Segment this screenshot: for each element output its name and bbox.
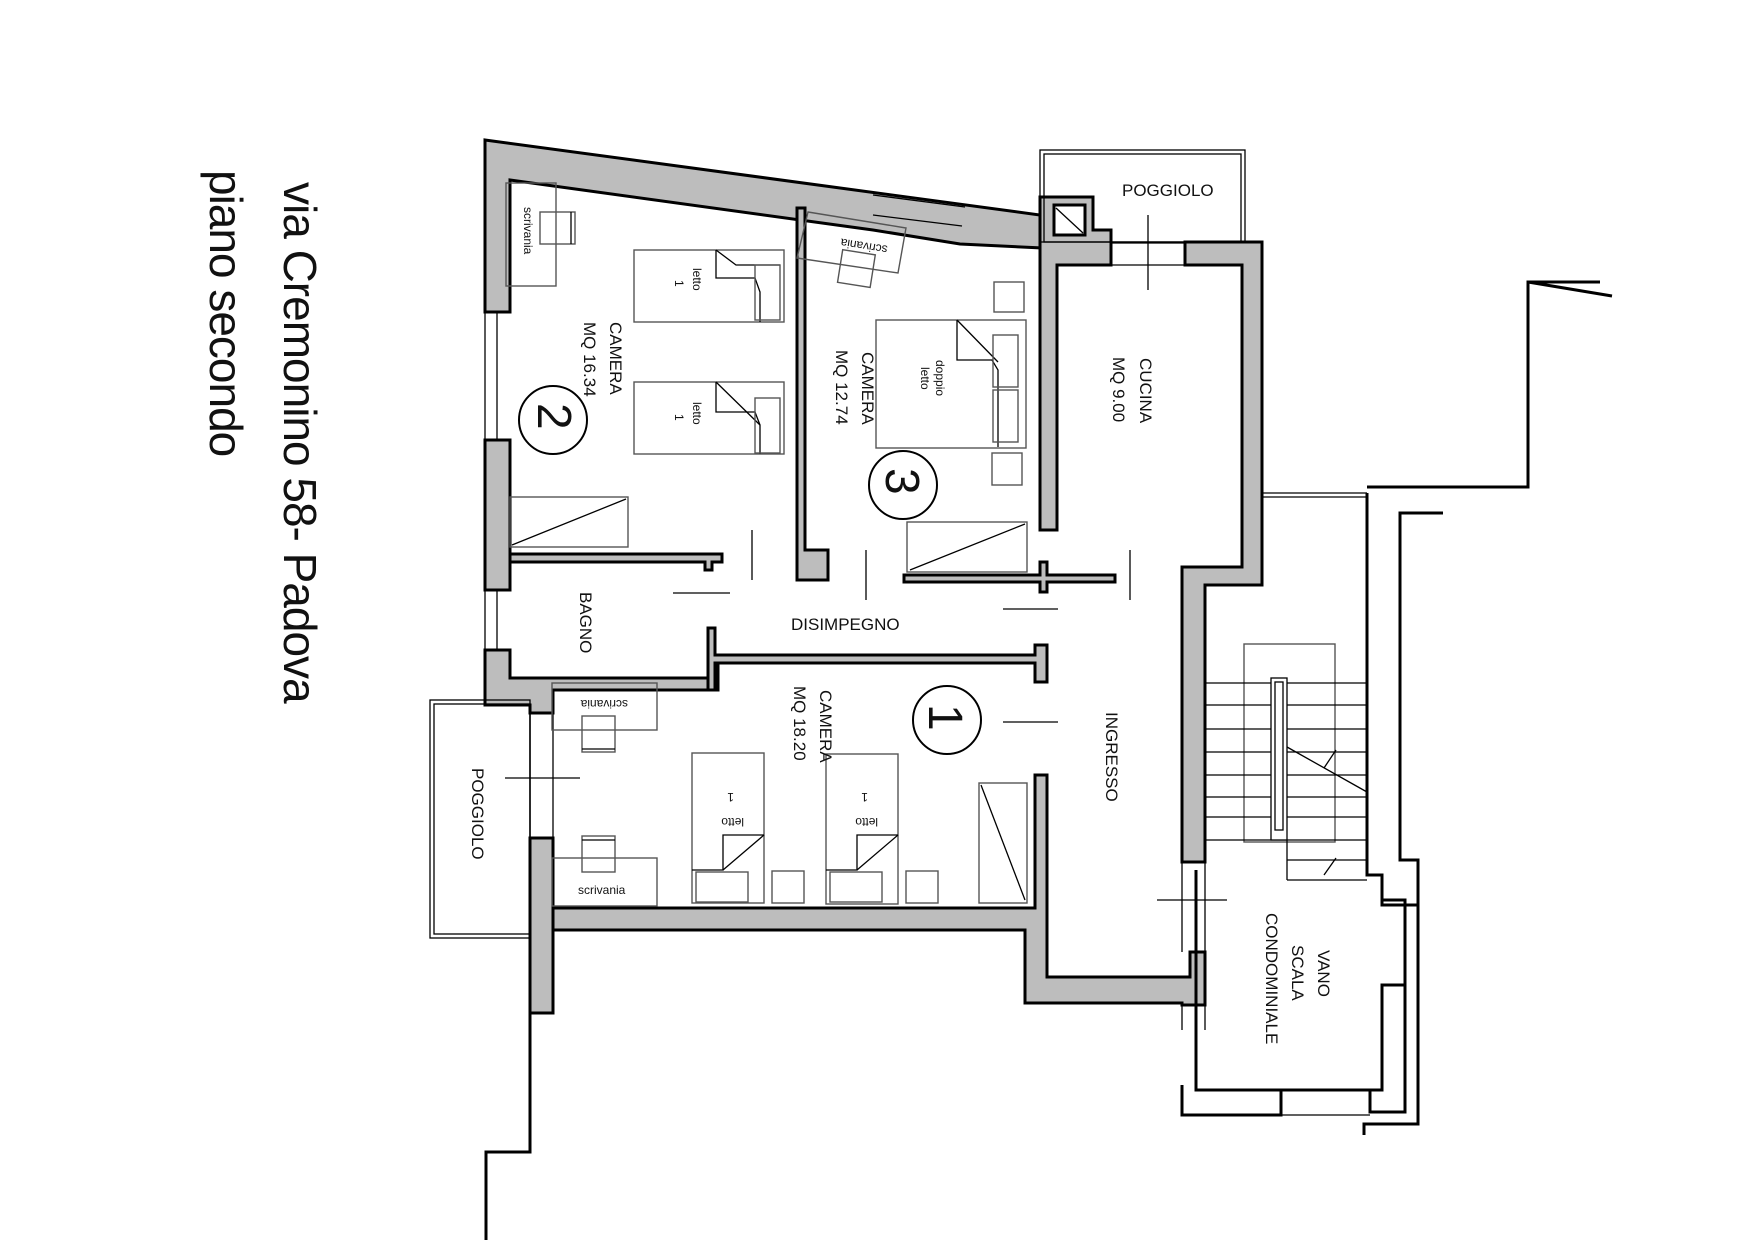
poggiolo-top-label: POGGIOLO — [1122, 181, 1214, 200]
vano-scala-line3: CONDOMINIALE — [1262, 913, 1281, 1044]
plan-title: via Cremonino 58- Padova piano secondo — [200, 170, 326, 704]
camera1-bed2-count: 1 — [861, 790, 868, 804]
camera1-desk2-label: scrivania — [578, 883, 626, 897]
camera3-double-bed-line1: doppio — [933, 360, 947, 396]
camera2-area: MQ 16.34 — [580, 322, 599, 397]
windows — [484, 194, 1367, 1030]
camera2-number: 2 — [527, 403, 580, 430]
camera2-bed2-label: letto — [690, 402, 704, 425]
address-title: via Cremonino 58- Padova — [274, 182, 326, 704]
camera3-desk-label: scrivania — [839, 236, 888, 257]
camera2-bed2-count: 1 — [672, 414, 686, 421]
labels: CAMERA MQ 16.34 2 scrivania letto 1 lett… — [468, 181, 1333, 1044]
camera1-desk1-label: scrivania — [580, 697, 628, 711]
camera3-number: 3 — [875, 468, 928, 495]
camera2-bed1-label: letto — [690, 268, 704, 291]
floor-subtitle: piano secondo — [200, 170, 252, 456]
camera3-name: CAMERA — [858, 352, 877, 425]
stairwell — [1180, 493, 1417, 1117]
camera2-desk-label: scrivania — [521, 207, 535, 255]
camera2-name: CAMERA — [606, 322, 625, 395]
camera1-bed1-label: letto — [721, 815, 744, 829]
cucina-area: MQ 9.00 — [1109, 357, 1128, 422]
camera1-name: CAMERA — [816, 690, 835, 763]
cucina-name: CUCINA — [1136, 358, 1155, 424]
vano-scala-line2: SCALA — [1288, 945, 1307, 1001]
ingresso-label: INGRESSO — [1102, 712, 1121, 802]
camera1-area: MQ 18.20 — [790, 686, 809, 761]
furniture — [505, 182, 1131, 907]
camera1-bed1-count: 1 — [727, 790, 734, 804]
bagno-label: BAGNO — [576, 592, 595, 653]
disimpegno-label: DISIMPEGNO — [791, 615, 900, 634]
vano-scala-line1: VANO — [1314, 950, 1333, 997]
camera3-double-bed-line2: letto — [918, 367, 932, 390]
camera2-bed1-count: 1 — [672, 280, 686, 287]
terrain-lines — [484, 280, 1613, 1240]
camera1-bed2-label: letto — [855, 815, 878, 829]
room-markers — [518, 385, 982, 755]
balconies — [429, 149, 1246, 939]
camera3-area: MQ 12.74 — [832, 350, 851, 425]
poggiolo-left-label: POGGIOLO — [468, 768, 487, 860]
camera1-number: 1 — [918, 704, 971, 731]
